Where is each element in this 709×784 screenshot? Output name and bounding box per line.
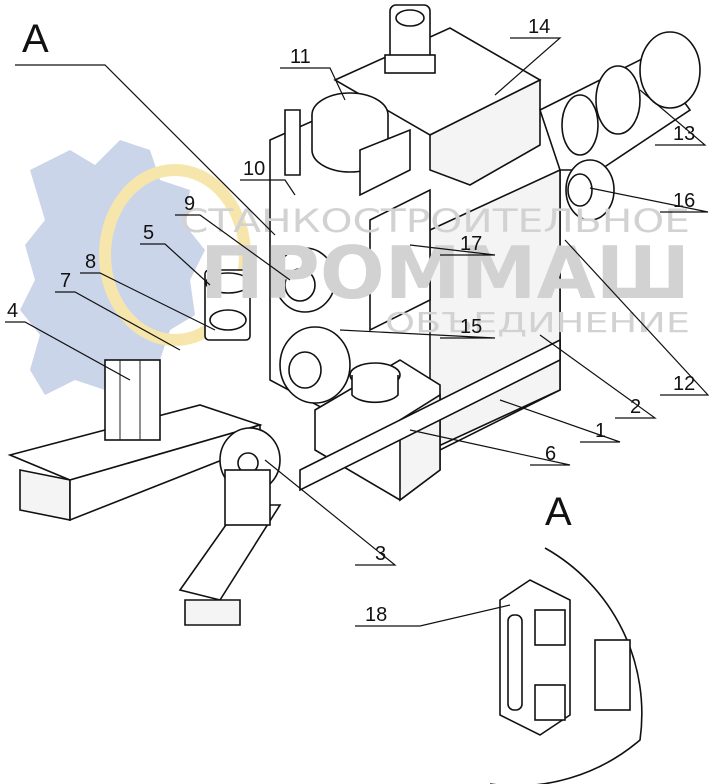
watermark-text: СТАНКОСТРОИТЕЛЬНОЕ ПРОММАШ ОБЪЕДИНЕНИЕ: [180, 202, 690, 339]
callout-18: 18: [365, 604, 387, 626]
callouts: 11 14 13 16 10 9 5 8 7 17 15 4 12 2 1 6 …: [7, 16, 695, 626]
view-label-main: А: [22, 17, 49, 61]
watermark-line-3: ОБЪЕДИНЕНИЕ: [385, 306, 690, 339]
callout-12: 12: [673, 373, 695, 395]
machine-body: [7, 4, 701, 626]
callout-9: 9: [184, 193, 195, 215]
callout-4: 4: [7, 300, 18, 322]
watermark-logo: [20, 140, 251, 395]
leader-lines: [5, 37, 709, 627]
callout-17: 17: [460, 233, 482, 255]
gear-icon: [20, 140, 205, 395]
watermark-line-1: СТАНКОСТРОИТЕЛЬНОЕ: [180, 202, 690, 240]
view-label-detail: А: [545, 490, 572, 534]
detail-view: [490, 547, 643, 784]
callout-2: 2: [630, 396, 641, 418]
callout-6: 6: [545, 443, 556, 465]
callout-8: 8: [85, 251, 96, 273]
callout-11: 11: [290, 46, 311, 68]
callout-10: 10: [243, 158, 265, 180]
watermark-line-2: ПРОММАШ: [200, 231, 690, 315]
callout-16: 16: [673, 190, 695, 212]
ring-icon: [99, 164, 251, 346]
callout-15: 15: [460, 316, 482, 338]
callout-7: 7: [60, 270, 71, 292]
callout-1: 1: [595, 420, 606, 442]
callout-3: 3: [375, 543, 386, 565]
callout-5: 5: [143, 222, 154, 244]
callout-13: 13: [673, 123, 695, 145]
callout-14: 14: [528, 16, 550, 38]
